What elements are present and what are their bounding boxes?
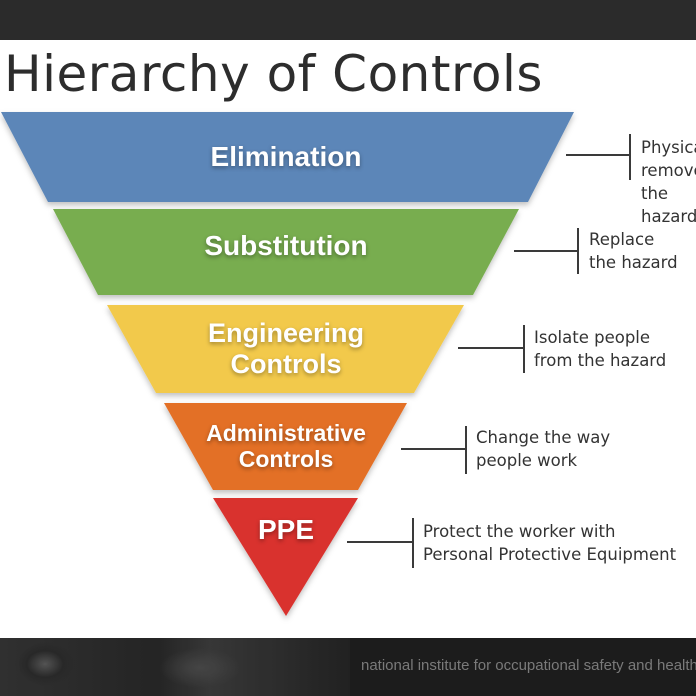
bracket-elimination — [629, 134, 631, 180]
connector-line-substitution — [514, 250, 578, 252]
description-substitution: Replace the hazard — [589, 230, 678, 272]
connector-line-administrative — [401, 448, 466, 450]
description-elimination: Physically remove the hazard — [641, 138, 696, 226]
description-engineering: Isolate people from the hazard — [534, 328, 667, 370]
connector-line-engineering — [458, 347, 524, 349]
description-administrative: Change the way people work — [476, 428, 611, 470]
tier-label-engineering: Engineering Controls — [207, 317, 364, 379]
top-bar — [0, 0, 696, 40]
tier-label-elimination: Elimination — [210, 140, 362, 172]
connector-line-ppe — [347, 541, 413, 543]
tier-shape-administrative — [164, 403, 407, 490]
description-ppe: Protect the worker with Personal Protect… — [423, 522, 677, 564]
bracket-engineering — [523, 325, 525, 373]
footer-photo — [0, 638, 350, 696]
slide-title: Hierarchy of Controls — [4, 45, 543, 103]
tier-shape-ppe — [213, 498, 358, 616]
bracket-administrative — [465, 426, 467, 474]
tier-label-ppe: PPE — [257, 513, 315, 545]
pyramid-diagram — [1, 112, 574, 616]
tier-shape-substitution — [53, 209, 519, 295]
tier-label-administrative: Administrative Controls — [206, 419, 366, 472]
bracket-ppe — [412, 518, 414, 568]
connector-line-elimination — [566, 154, 630, 156]
tier-label-substitution: Substitution — [204, 229, 368, 261]
footer-text: national institute for occupational safe… — [361, 657, 696, 674]
footer-bar: national institute for occupational safe… — [0, 638, 696, 696]
tier-shape-engineering — [107, 305, 464, 393]
slide: Hierarchy of Controls Elimination Substi… — [0, 40, 696, 638]
tier-shape-elimination — [1, 112, 574, 202]
bracket-substitution — [577, 228, 579, 274]
